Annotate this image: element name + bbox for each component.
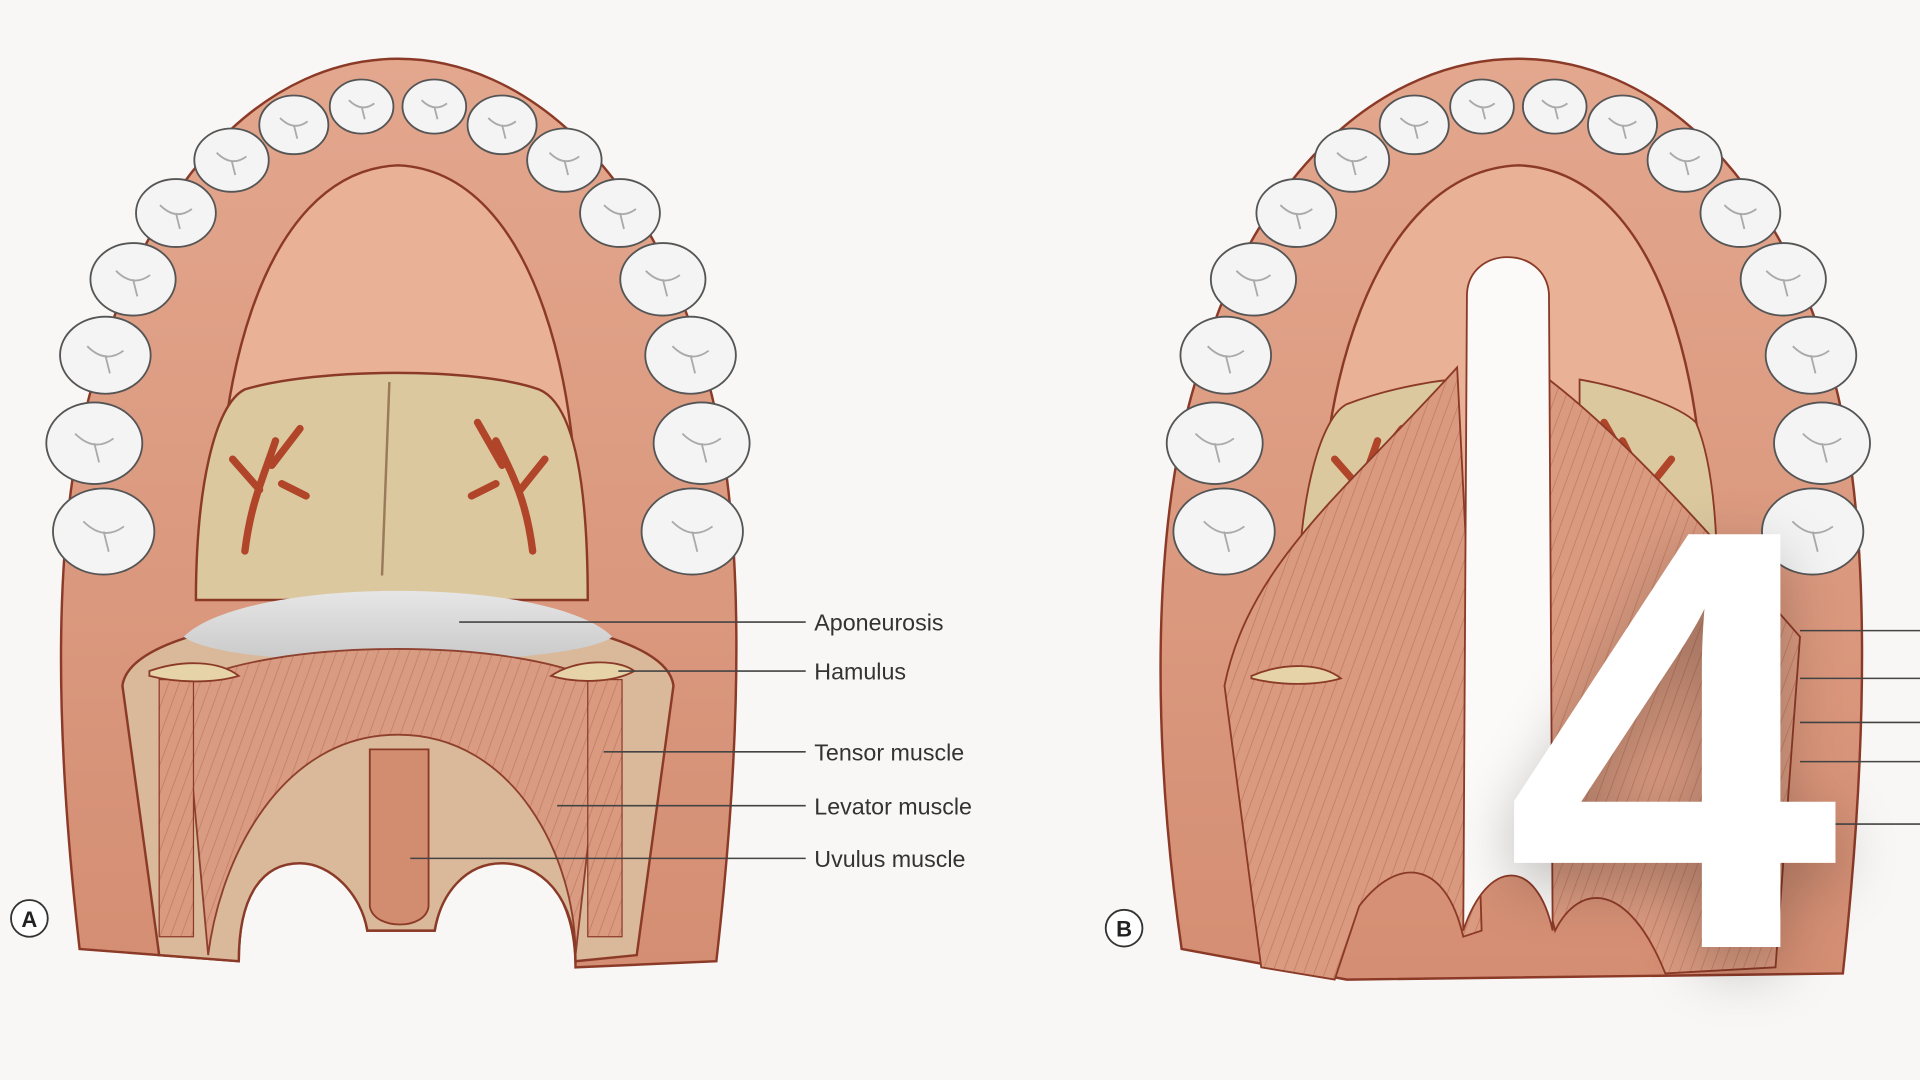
tensor-muscle-right-a <box>587 678 623 938</box>
panel-b-letter: B <box>1116 917 1132 942</box>
tooth-groove <box>1791 520 1834 552</box>
teeth-b <box>1165 78 1871 576</box>
tooth <box>89 242 177 317</box>
tooth-groove <box>1608 117 1637 139</box>
tooth <box>1165 401 1264 485</box>
tooth-groove <box>671 520 714 552</box>
tooth-groove <box>1279 204 1313 230</box>
label-uvulus-muscle: Uvulus muscle <box>814 846 965 872</box>
tooth <box>45 401 144 485</box>
tooth-groove <box>645 270 681 297</box>
tooth-groove <box>279 117 309 139</box>
median-suture-a <box>380 381 391 576</box>
label-tensor-muscle: Tensor muscle <box>814 739 964 765</box>
tooth-groove <box>74 432 115 463</box>
tooth-groove <box>420 99 448 120</box>
tooth <box>644 315 737 395</box>
panel-b-badge <box>1104 908 1144 948</box>
tooth-groove <box>671 345 710 374</box>
muscle-fibres-left-b <box>1223 365 1483 981</box>
tooth-groove <box>1235 270 1272 297</box>
tooth <box>652 401 751 485</box>
label-levator-muscle: Levator muscle <box>814 793 972 819</box>
tooth-groove <box>1203 520 1245 552</box>
tooth <box>619 242 707 317</box>
tooth-groove <box>82 520 125 552</box>
tooth-groove <box>603 204 637 230</box>
tooth <box>59 315 152 395</box>
uvulus-muscle-a <box>368 748 430 926</box>
tooth <box>1172 487 1276 576</box>
tooth-groove <box>1206 345 1245 374</box>
palatine-bone-a <box>194 371 589 602</box>
tooth-groove <box>86 345 125 374</box>
teeth-a <box>45 78 751 576</box>
leader-lines-a <box>410 621 806 860</box>
tooth-groove <box>159 204 193 230</box>
palatal-cleft-b <box>1462 256 1554 931</box>
panel-a-badge <box>10 899 49 938</box>
tooth-groove <box>487 117 517 139</box>
tooth-groove <box>1541 99 1569 120</box>
tooth-groove <box>681 432 722 463</box>
hamulus-left-b <box>1250 665 1343 685</box>
tooth-groove <box>1194 432 1235 463</box>
tooth <box>1209 242 1297 317</box>
label-aponeurosis: Aponeurosis <box>814 610 943 636</box>
tooth-groove <box>1669 152 1701 176</box>
tooth-groove <box>1468 99 1496 120</box>
tooth-groove <box>1792 345 1830 374</box>
overlay-number: 4 <box>1505 405 1839 1075</box>
label-hamulus: Hamulus <box>814 659 906 685</box>
aponeurosis-a <box>183 590 613 663</box>
panel-a-letter: A <box>21 907 37 932</box>
tooth <box>1739 242 1827 317</box>
tooth-groove <box>1336 152 1368 176</box>
tooth-groove <box>548 152 580 176</box>
tooth-groove <box>115 270 151 297</box>
tooth-groove <box>348 99 375 120</box>
tooth <box>1179 315 1272 395</box>
palate-diagram-a: Aponeurosis Hamulus Tensor muscle Levato… <box>10 57 972 969</box>
tooth-groove <box>1765 270 1801 297</box>
tooth <box>640 487 744 576</box>
palatine-vessels-a <box>228 418 549 555</box>
hamulus-left-a <box>148 662 241 683</box>
leader-lines-b <box>1800 629 1920 825</box>
tooth-groove <box>1723 204 1757 230</box>
tooth-groove <box>1802 432 1842 463</box>
tooth <box>1764 315 1858 395</box>
levator-muscle-a <box>182 648 608 956</box>
tensor-muscle-left-a <box>158 678 195 938</box>
tooth-groove <box>215 152 247 176</box>
muscle-fibres-right-b <box>1535 377 1801 975</box>
tooth-groove <box>1399 117 1429 139</box>
palate-diagram-b: B <box>1104 57 1920 981</box>
